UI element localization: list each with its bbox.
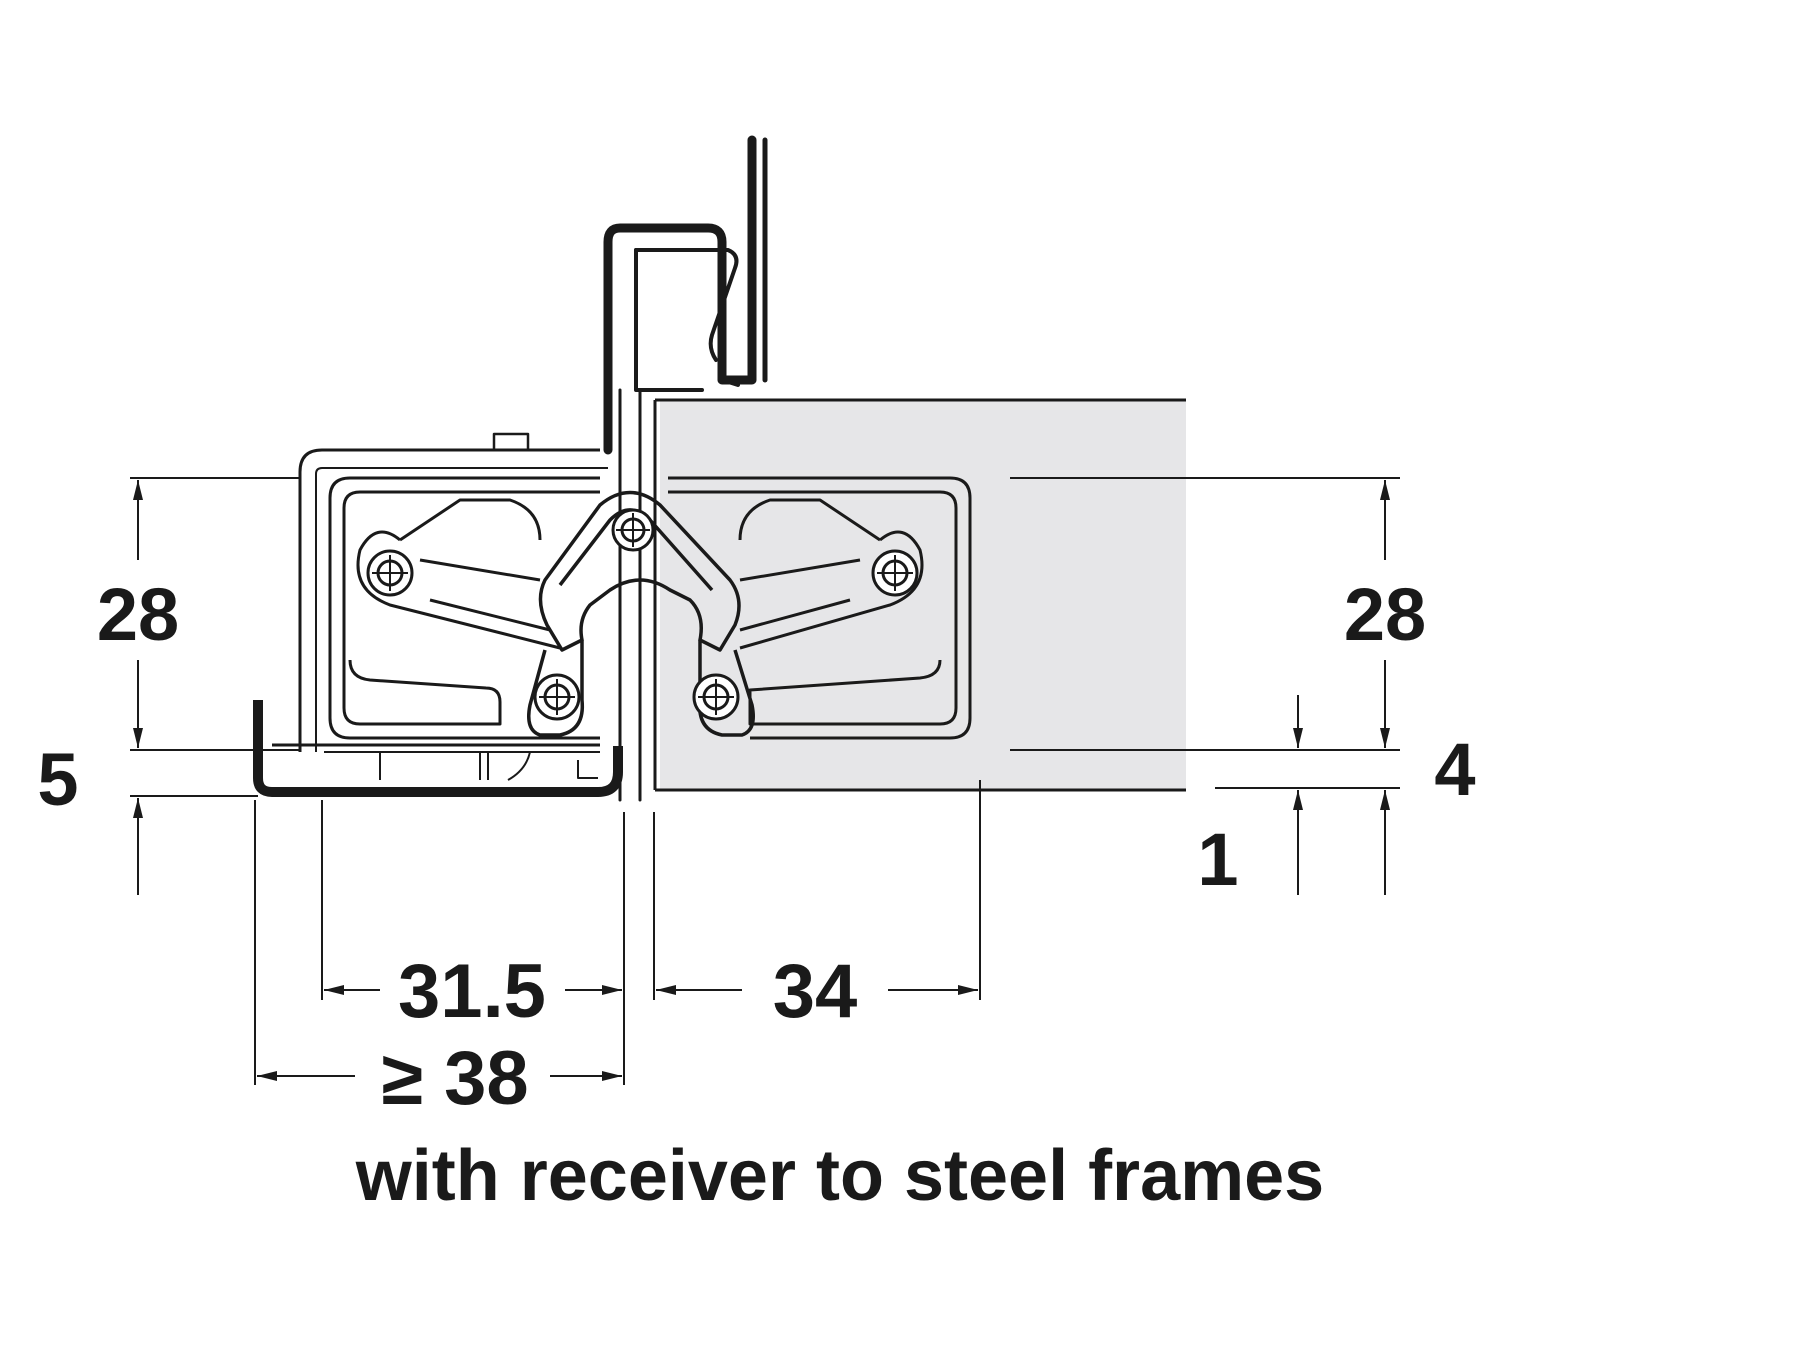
pivot-pin-left	[366, 549, 414, 597]
dimension-arrows	[133, 480, 1390, 1081]
dim-label-left-height: 28	[97, 573, 179, 656]
pivot-pin-top	[611, 508, 655, 552]
dim-label-left-offset: 5	[37, 738, 78, 821]
extension-lines	[130, 477, 1400, 1085]
dim-label-width-min-left: ≥ 38	[381, 1036, 528, 1121]
diagram-caption: with receiver to steel frames	[355, 1136, 1324, 1216]
hinge-body-left	[328, 476, 600, 740]
hinge-body-right	[668, 476, 972, 740]
pivot-pin-bottom-left	[533, 673, 581, 721]
steel-frame-profile	[603, 135, 768, 802]
dim-label-width-right: 34	[773, 949, 858, 1034]
pivot-pins	[366, 508, 919, 721]
pivot-pin-bottom-right	[692, 673, 740, 721]
dim-label-width-inner-left: 31.5	[398, 949, 546, 1034]
dim-label-right-height: 28	[1344, 573, 1426, 656]
dim-label-right-offset-lower: 1	[1197, 818, 1238, 901]
dim-label-right-offset-upper: 4	[1434, 728, 1475, 811]
frame-receiver	[253, 432, 623, 797]
pivot-pin-right	[871, 549, 919, 597]
